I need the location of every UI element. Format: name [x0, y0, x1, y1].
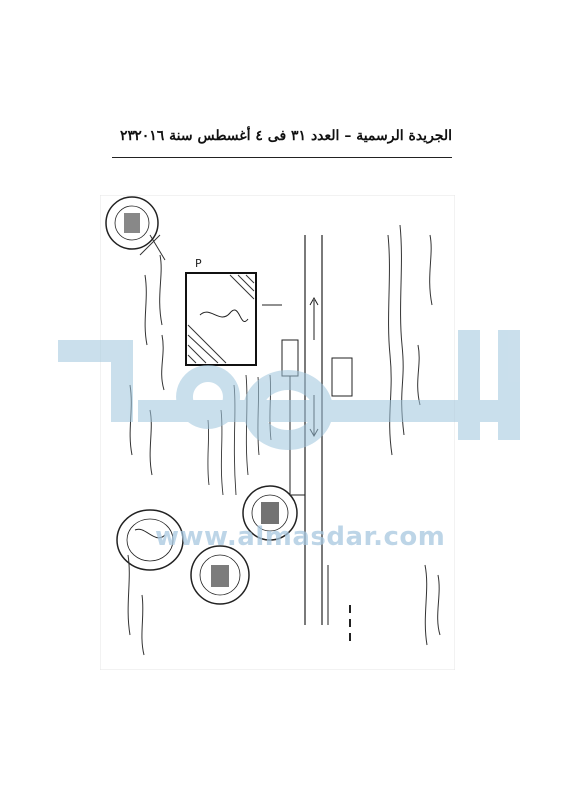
- corner-label: P: [195, 257, 202, 270]
- seal-bottom-right: [190, 545, 250, 605]
- scanned-site-plan: P: [100, 195, 455, 670]
- page-header: الجريدة الرسمية – العدد ٣١ فى ٤ أغسطس سن…: [112, 128, 452, 152]
- seal-top-left: [105, 196, 159, 250]
- watermark-url: www.almasdar.com: [155, 522, 446, 552]
- seal-center: [242, 485, 298, 541]
- watermark-logo: [58, 330, 520, 450]
- page-number: ٢٣: [120, 128, 136, 144]
- seal-bottom-left: [116, 509, 184, 571]
- parcel: [185, 272, 257, 366]
- handwritten-notes-right: [387, 224, 441, 646]
- gazette-title: الجريدة الرسمية – العدد ٣١ فى ٤ أغسطس سن…: [134, 128, 452, 144]
- header-rule: [112, 157, 452, 158]
- road-label-box: [331, 357, 353, 397]
